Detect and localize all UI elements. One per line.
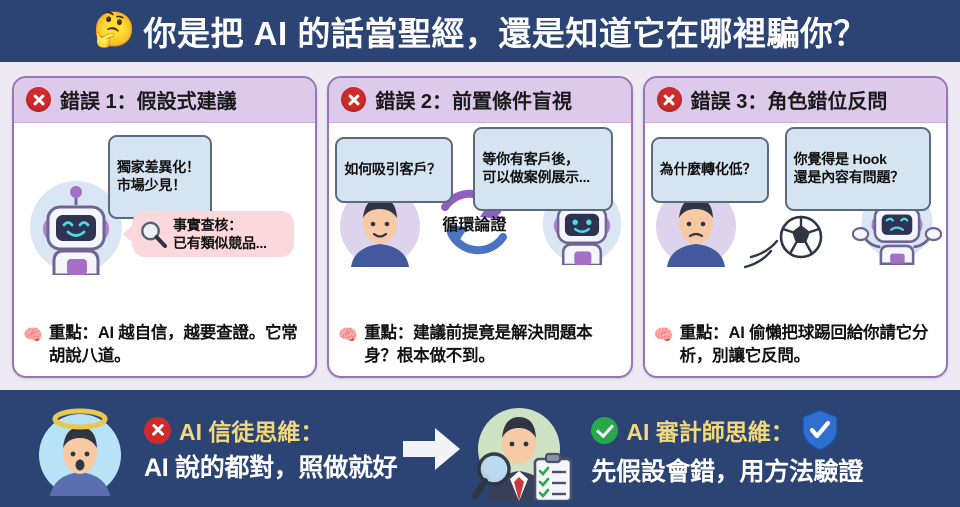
summary-banner: AI 信徒思維： AI 說的都對，照做就好	[0, 390, 960, 507]
card-3-bubble-right-text: 你覺得是 Hook 還是內容有問題？	[793, 150, 905, 185]
card-3-bubble-left-text: 為什麼轉化低？	[659, 160, 757, 177]
bubble-tail	[123, 225, 133, 244]
card-3-body: 為什麼轉化低？ 你覺得是 Hook 還是內容有問題？	[644, 123, 946, 319]
clipboard-icon	[534, 452, 573, 501]
banner-right: AI 審計師思維： 先假設會錯，用方法驗證	[467, 390, 863, 507]
right-arrow-icon	[403, 427, 461, 470]
page-title: 你是把 AI 的話當聖經，還是知道它在哪裡騙你？	[143, 15, 867, 52]
banner-left-text: AI 信徒思維： AI 說的都對，照做就好	[144, 413, 398, 484]
halo-person-avatar	[39, 408, 121, 496]
card-2-footer-text: 重點：建議前提竟是解決問題本身？根本做不到。	[364, 324, 593, 365]
error-card-2[interactable]: 錯誤 2：前置條件盲視	[327, 76, 633, 378]
card-3-footer: 🧠 重點：AI 偷懶把球踢回給你請它分析，別讓它反問。	[645, 318, 946, 376]
card-1-footer-text: 重點：AI 越自信，越要查證。它常胡說八道。	[48, 324, 298, 365]
brain-icon: 🧠	[653, 327, 674, 345]
card-2-bubble-right: 等你有客戶後， 可以做案例展示...	[473, 127, 614, 211]
card-3-header: 錯誤 3：角色錯位反問	[644, 78, 946, 123]
banner-left-heading: AI 信徒思維：	[179, 419, 324, 445]
x-mark-icon	[144, 416, 171, 444]
card-2-bubble-left: 如何吸引客戶？	[335, 137, 454, 203]
robot-avatar	[30, 181, 122, 275]
soccer-ball-icon	[743, 215, 822, 269]
card-2-title: 錯誤 2：前置條件盲視	[375, 91, 573, 113]
cards-section: 錯誤 1：假設式建議 獨家差異化！ 市場少見！	[0, 62, 960, 390]
card-1-bubble-blue: 獨家差異化！ 市場少見！	[108, 135, 212, 219]
banner-right-heading-row: AI 審計師思維：	[591, 409, 863, 451]
x-mark-icon	[656, 87, 682, 112]
x-mark-icon	[26, 87, 51, 112]
card-2-footer: 🧠 重點：建議前提竟是解決問題本身？根本做不到。	[329, 318, 630, 376]
card-2-bubble-right-text: 等你有客戶後， 可以做案例展示...	[482, 150, 590, 185]
check-mark-icon	[591, 416, 619, 444]
card-3-title: 錯誤 3：角色錯位反問	[690, 91, 888, 113]
card-2-bubble-left-text: 如何吸引客戶？	[344, 160, 441, 177]
card-1-bubble-blue-text: 獨家差異化！ 市場少見！	[117, 158, 200, 193]
card-1-bubble-pink: 事實查核： 已有類似競品...	[123, 211, 294, 258]
card-1-body: 獨家差異化！ 市場少見！ 事實查核： 已有類似競品...	[14, 123, 316, 319]
brain-icon: 🧠	[23, 327, 43, 345]
banner-right-text: AI 審計師思維： 先假設會錯，用方法驗證	[591, 409, 863, 488]
card-3-bubble-left: 為什麼轉化低？	[650, 137, 769, 203]
card-2-header: 錯誤 2：前置條件盲視	[329, 78, 631, 123]
card-3-footer-text: 重點：AI 偷懶把球踢回給你請它分析，別讓它反問。	[679, 324, 929, 365]
card-1-footer: 🧠 重點：AI 越自信，越要查證。它常胡說八道。	[14, 318, 315, 376]
banner-right-sub: 先假設會錯，用方法驗證	[591, 458, 864, 486]
magnifier-icon	[141, 221, 167, 249]
banner-right-heading: AI 審計師思維：	[626, 419, 794, 445]
thinking-face-icon: 🤔	[93, 11, 136, 49]
card-2-body: 循環論證 如何吸引客戶？ 等你有客戶後， 可以做案例展示...	[329, 123, 631, 319]
card-1-title: 錯誤 1：假設式建議	[60, 91, 237, 113]
banner-left-sub: AI 說的都對，照做就好	[144, 454, 398, 482]
person-avatar	[655, 186, 736, 267]
page-header: 🤔 你是把 AI 的話當聖經，還是知道它在哪裡騙你？	[0, 0, 960, 62]
banner-left-heading-row: AI 信徒思維：	[144, 413, 397, 447]
error-card-1[interactable]: 錯誤 1：假設式建議 獨家差異化！ 市場少見！	[12, 76, 318, 378]
person-avatar	[340, 186, 421, 267]
card-1-bubble-pink-text: 事實查核： 已有類似競品...	[173, 217, 267, 252]
magnifier-icon	[472, 451, 512, 499]
x-mark-icon	[341, 87, 367, 112]
card-3-bubble-right: 你覺得是 Hook 還是內容有問題？	[784, 127, 931, 211]
card-2-center-label: 循環論證	[442, 217, 507, 234]
auditor-person-avatar	[472, 407, 573, 501]
card-1-header: 錯誤 1：假設式建議	[14, 78, 316, 123]
shield-check-icon	[801, 409, 838, 451]
brain-icon: 🧠	[338, 327, 359, 345]
banner-left: AI 信徒思維： AI 說的都對，照做就好	[0, 390, 398, 507]
error-card-3[interactable]: 錯誤 3：角色錯位反問	[642, 76, 948, 378]
